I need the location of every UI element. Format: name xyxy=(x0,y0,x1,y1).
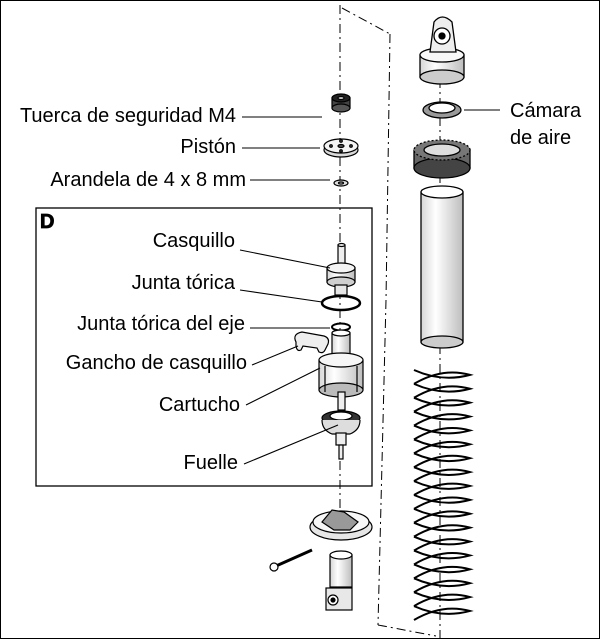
piston-label: Pistón xyxy=(180,136,236,158)
bolt-part xyxy=(269,548,313,572)
lower-mount-part xyxy=(309,509,373,611)
spring-coil xyxy=(413,521,474,538)
spring-coil xyxy=(413,382,474,399)
bushing-label: Casquillo xyxy=(153,230,235,252)
section-badge: D xyxy=(40,211,54,233)
detail-box-d xyxy=(35,207,373,487)
spring-coil xyxy=(413,549,474,566)
spring-coil xyxy=(413,369,474,385)
air-chamber-label-line2: de aire xyxy=(510,127,571,149)
bellows-label: Fuelle xyxy=(184,452,238,474)
piston-part xyxy=(323,138,359,158)
section-badge-box xyxy=(37,209,55,231)
air-sleeve-part xyxy=(420,185,464,349)
washer-label: Arandela de 4 x 8 mm xyxy=(50,169,246,191)
cartridge-label: Cartucho xyxy=(159,394,240,416)
spring-coil xyxy=(413,535,474,552)
spring-coil xyxy=(413,577,474,594)
spring-coil xyxy=(413,494,474,510)
top-eyelet-part xyxy=(419,16,465,85)
shaft-o-ring-label: Junta tórica del eje xyxy=(77,313,245,335)
coil-spring-part xyxy=(413,369,474,621)
cartridge-part xyxy=(318,329,364,411)
spring-coil xyxy=(413,424,474,441)
spring-coil xyxy=(413,480,474,496)
spring-coil xyxy=(413,563,474,580)
spring-coil xyxy=(413,507,474,524)
leader-lines xyxy=(239,109,500,465)
bushing-hook-label: Gancho de casquillo xyxy=(66,352,247,374)
bellows-part xyxy=(321,410,361,460)
knurled-collar-part xyxy=(413,139,471,179)
lock-nut-label: Tuerca de seguridad M4 xyxy=(20,105,236,127)
washer-part xyxy=(333,179,349,187)
bushing-hook-part xyxy=(294,331,330,354)
spring-coil xyxy=(413,591,474,607)
spring-coil xyxy=(413,466,474,482)
spring-coil xyxy=(413,605,474,621)
o-ring-label: Junta tórica xyxy=(132,272,236,294)
o-ring-part xyxy=(320,294,362,312)
air-chamber-label-line1: Cámara xyxy=(510,100,582,122)
spring-coil xyxy=(413,452,474,469)
lock-nut-part xyxy=(331,93,351,113)
air-chamber-seal-part xyxy=(422,101,462,119)
spring-coil xyxy=(413,410,474,427)
spring-coil xyxy=(413,438,474,455)
bushing-part xyxy=(326,242,356,296)
spring-coil xyxy=(413,396,474,413)
